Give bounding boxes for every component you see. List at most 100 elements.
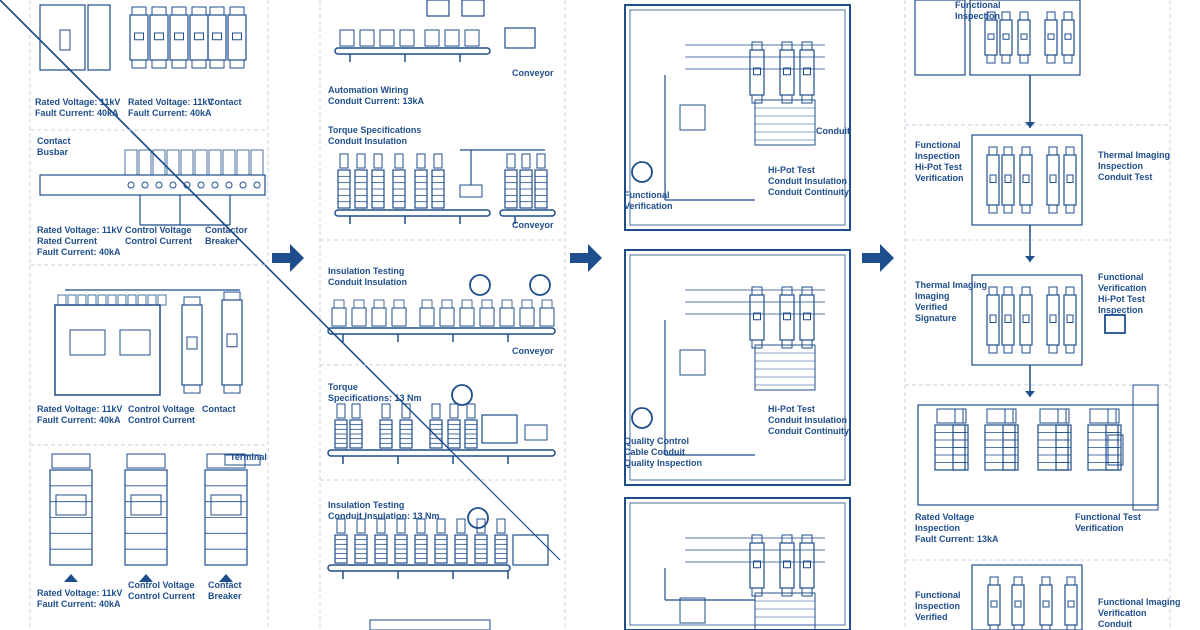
controller-unit (54, 304, 161, 396)
recycle-icon (631, 161, 653, 183)
label-line: Functional (915, 140, 961, 150)
gauge-icon (469, 274, 491, 296)
terminal-screw (225, 181, 233, 189)
terminal-screw (239, 181, 247, 189)
terminal-screw (197, 181, 205, 189)
wiring-harness (754, 344, 816, 391)
terminal-block (222, 149, 236, 176)
stack-top (496, 518, 506, 534)
breaker-module (129, 14, 149, 61)
terminal-block (117, 294, 127, 306)
terminal-block (67, 294, 77, 306)
label-line: Functional (1098, 272, 1144, 282)
terminal-block (107, 294, 117, 306)
breaker-terminal (1063, 11, 1073, 21)
busbar-assembly (39, 174, 266, 196)
breaker-terminal (781, 94, 793, 104)
terminal-block (127, 294, 137, 306)
breaker-label (990, 600, 998, 608)
document-sheet (914, 0, 966, 76)
label-line: Rated Current (37, 236, 98, 246)
breaker-terminal (1065, 204, 1075, 214)
breaker-module (1046, 294, 1060, 346)
breaker-terminal (988, 146, 998, 156)
schematic-frame (624, 4, 851, 231)
stack-top (536, 153, 546, 169)
component-top (521, 299, 533, 309)
component-top (481, 299, 493, 309)
label-line: Insulation Testing (328, 500, 405, 510)
breaker-label (212, 32, 222, 41)
breaker-module (207, 14, 227, 61)
label-line: Conveyor (512, 346, 554, 356)
breaker-terminal (1048, 204, 1058, 214)
label-line: Verified (915, 302, 948, 312)
conveyor-belt (334, 209, 491, 217)
terminal-block (138, 149, 152, 176)
component-top (373, 299, 385, 309)
label-line: Control Voltage (125, 225, 192, 235)
label-line: Hi-Pot Test (768, 404, 815, 414)
breaker-terminal (171, 59, 187, 69)
component-box (399, 29, 415, 47)
breaker-terminal (131, 6, 147, 16)
breaker-terminal (801, 41, 813, 51)
breaker-label (1049, 314, 1057, 323)
terminal-block (77, 294, 87, 306)
breaker-label (753, 560, 761, 569)
stack-top (1089, 408, 1117, 424)
label-line: Conveyor (512, 220, 554, 230)
conveyor-belt (499, 209, 556, 217)
breaker-terminal (131, 59, 147, 69)
breaker-label (753, 312, 761, 321)
breaker-terminal (1041, 624, 1051, 630)
breaker-terminal (1013, 624, 1023, 630)
component-stage-label: Contact (208, 97, 242, 108)
component-box (359, 29, 375, 47)
stack-top (936, 408, 964, 424)
stack-top (1107, 408, 1120, 424)
gauge-icon (529, 274, 551, 296)
circuit-frame (1132, 384, 1159, 511)
stack-top (401, 403, 411, 419)
wiring-harness (754, 99, 816, 146)
arrow-right-icon (862, 244, 894, 272)
breaker-label (1064, 33, 1072, 40)
label-line: Functional Test (1075, 512, 1141, 522)
label-line: Rated Voltage: 11kV (35, 97, 121, 107)
breaker-module (1011, 584, 1025, 626)
terminal-block (236, 149, 250, 176)
component-top (333, 299, 345, 309)
stack-top (381, 403, 391, 419)
relay-box (679, 597, 706, 624)
breaker-terminal (751, 534, 763, 544)
breaker-label (1004, 174, 1012, 183)
stack-top (1004, 408, 1017, 424)
label-line: Inspection (1098, 305, 1144, 315)
label-line: Verification (1098, 608, 1147, 618)
component-box (539, 307, 555, 327)
display (69, 329, 106, 356)
schematic-frame-inner (629, 502, 846, 626)
label-line: Control Current (128, 591, 195, 601)
breaker-terminal (986, 54, 996, 64)
stack-top (456, 518, 466, 534)
arrow-down-icon (1025, 256, 1035, 262)
breaker-terminal (781, 534, 793, 544)
breaker-terminal (1021, 344, 1031, 354)
stack-top (396, 518, 406, 534)
breaker-module (1001, 154, 1015, 206)
label-line: Quality Inspection (624, 458, 703, 468)
breaker-terminal (191, 59, 207, 69)
stack-top (206, 453, 246, 469)
breaker-terminal (988, 344, 998, 354)
label-line: Conduit Continuity (768, 426, 849, 436)
label-line: Rated Voltage (915, 512, 975, 522)
label-line: Conduit Insulation (768, 415, 847, 425)
breaker-module (999, 19, 1013, 56)
